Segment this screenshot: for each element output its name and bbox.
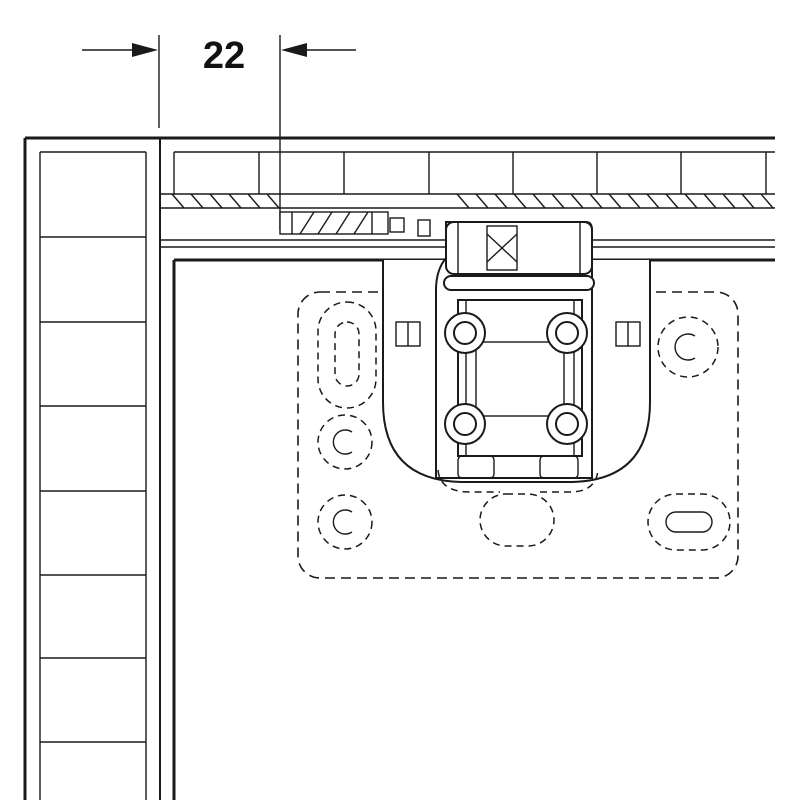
knuckle-pin [486, 225, 518, 271]
rivet [546, 312, 588, 354]
screw-hole-left-mid [317, 414, 373, 470]
side-panel [23, 136, 161, 800]
door-panel [160, 136, 775, 800]
door-core-cells [258, 152, 767, 194]
hatch-stroke [760, 193, 774, 209]
knuckle-pin-detail [486, 233, 518, 263]
hatch-stroke [209, 193, 223, 209]
hatch-stroke [684, 193, 698, 209]
screw-slot-right-bottom-inner [665, 511, 713, 533]
arrowhead-right [281, 43, 307, 57]
door-hatch-layer [171, 193, 774, 209]
hatch-stroke [532, 193, 546, 209]
hatch-stroke [456, 193, 470, 209]
insert-body [279, 211, 389, 235]
arm-leg-left [457, 455, 495, 479]
side-panel-core-cells [40, 236, 146, 743]
hatch-stroke [266, 193, 280, 209]
insert-hatch [299, 211, 315, 235]
hatch-stroke [190, 193, 204, 209]
hatch-stroke [741, 193, 755, 209]
screw-hole-right-top-inner [674, 333, 696, 361]
arm-leg-shadow-left [437, 469, 500, 493]
hatch-stroke [589, 193, 603, 209]
hinge-knuckle [445, 221, 593, 275]
hatch-stroke [608, 193, 622, 209]
hinge-frame-inner [475, 341, 565, 417]
insert-hatch [335, 211, 351, 235]
screw-hole-left-bottom [317, 494, 373, 550]
screw-hole-left-bottom-inner [332, 509, 353, 535]
screw-hole-left-mid-inner [332, 429, 353, 455]
hatch-stroke [475, 193, 489, 209]
hatch-stroke [570, 193, 584, 209]
insert-pin [389, 217, 405, 233]
screw-slot-right-bottom [647, 493, 731, 551]
insert-hatch [353, 211, 369, 235]
screw-hole-right-top [657, 316, 719, 378]
dimension-value: 22 [203, 35, 245, 77]
hinge-housing [382, 221, 651, 493]
hatch-stroke [513, 193, 527, 209]
screw-slot-left-top-inner [334, 321, 360, 387]
hatch-stroke [665, 193, 679, 209]
insert-hatch [317, 211, 333, 235]
hinge-bar [443, 275, 595, 291]
arm-leg-right [539, 455, 579, 479]
dimension-annotation: 22 [82, 35, 356, 230]
hatch-stroke [722, 193, 736, 209]
hinge-frame-outer [457, 299, 583, 457]
hatch-stroke [247, 193, 261, 209]
hatch-stroke [551, 193, 565, 209]
rivet [546, 403, 588, 445]
insert-pin [417, 219, 431, 237]
hatch-stroke [494, 193, 508, 209]
screw-slot-center-bottom [479, 493, 555, 547]
rivet [444, 312, 486, 354]
hatch-stroke [171, 193, 185, 209]
screw-slot-left-top [317, 301, 377, 409]
hatch-stroke [627, 193, 641, 209]
rivet [444, 403, 486, 445]
hatch-stroke [703, 193, 717, 209]
hatch-stroke [646, 193, 660, 209]
hatch-stroke [228, 193, 242, 209]
arrowhead-left [132, 43, 158, 57]
hinge-insert-section [279, 211, 431, 237]
arm-leg-shadow-right [540, 469, 599, 493]
